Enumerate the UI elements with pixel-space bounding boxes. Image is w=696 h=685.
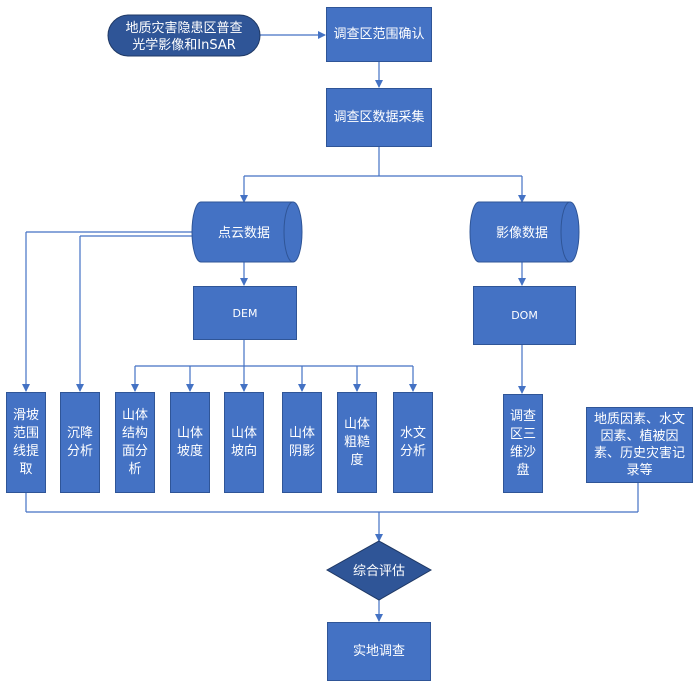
dem-box: DEM — [193, 286, 297, 340]
start-terminator: 地质灾害隐患区普查 光学影像和InSAR — [107, 14, 261, 57]
confirm-box: 调查区范围确认 — [326, 7, 432, 62]
analysis-box: 山体阴影 — [282, 392, 322, 493]
analysis-box: 滑坡范围线提取 — [6, 392, 46, 493]
analysis-box: 沉降分析 — [60, 392, 100, 493]
dom-box: DOM — [473, 286, 576, 345]
factors-box: 地质因素、水文因素、植被因素、历史灾害记录等 — [586, 407, 693, 483]
analysis-box: 山体坡度 — [170, 392, 210, 493]
analysis-label: 沉降分析 — [67, 425, 94, 459]
survey-label: 实地调查 — [352, 644, 405, 659]
image-data-cylinder: 影像数据 — [469, 201, 580, 263]
analysis-box: 山体粗糙度 — [337, 392, 377, 493]
start-line-1: 地质灾害隐患区普查 — [125, 20, 242, 36]
evaluate-label: 综合评估 — [353, 564, 405, 579]
analysis-label: 山体坡度 — [177, 425, 204, 459]
dom-label: DOM — [511, 309, 538, 322]
analysis-label: 山体阴影 — [289, 425, 316, 459]
start-line-2: 光学影像和InSAR — [132, 37, 236, 53]
analysis-box: 水文分析 — [393, 392, 433, 493]
sandtable-label: 调查区三维沙盘 — [510, 408, 537, 478]
image-data-label: 影像数据 — [496, 226, 548, 241]
collect-box: 调查区数据采集 — [326, 88, 432, 147]
analysis-label: 山体结构面分析 — [122, 407, 149, 477]
analysis-box: 山体坡向 — [224, 392, 264, 493]
confirm-label: 调查区范围确认 — [333, 27, 425, 42]
analysis-label: 山体坡向 — [231, 425, 258, 459]
point-cloud-label: 点云数据 — [218, 226, 270, 241]
analysis-box: 山体结构面分析 — [115, 392, 155, 493]
analysis-label: 水文分析 — [400, 425, 427, 459]
analysis-label: 山体粗糙度 — [344, 416, 371, 468]
evaluate-diamond: 综合评估 — [325, 540, 433, 601]
factors-label: 地质因素、水文因素、植被因素、历史灾害记录等 — [593, 412, 685, 478]
point-cloud-cylinder: 点云数据 — [191, 201, 303, 263]
sandtable-box: 调查区三维沙盘 — [503, 394, 543, 493]
survey-box: 实地调查 — [327, 622, 431, 681]
dem-label: DEM — [232, 306, 258, 320]
analysis-label: 滑坡范围线提取 — [13, 407, 40, 477]
collect-label: 调查区数据采集 — [333, 110, 425, 125]
